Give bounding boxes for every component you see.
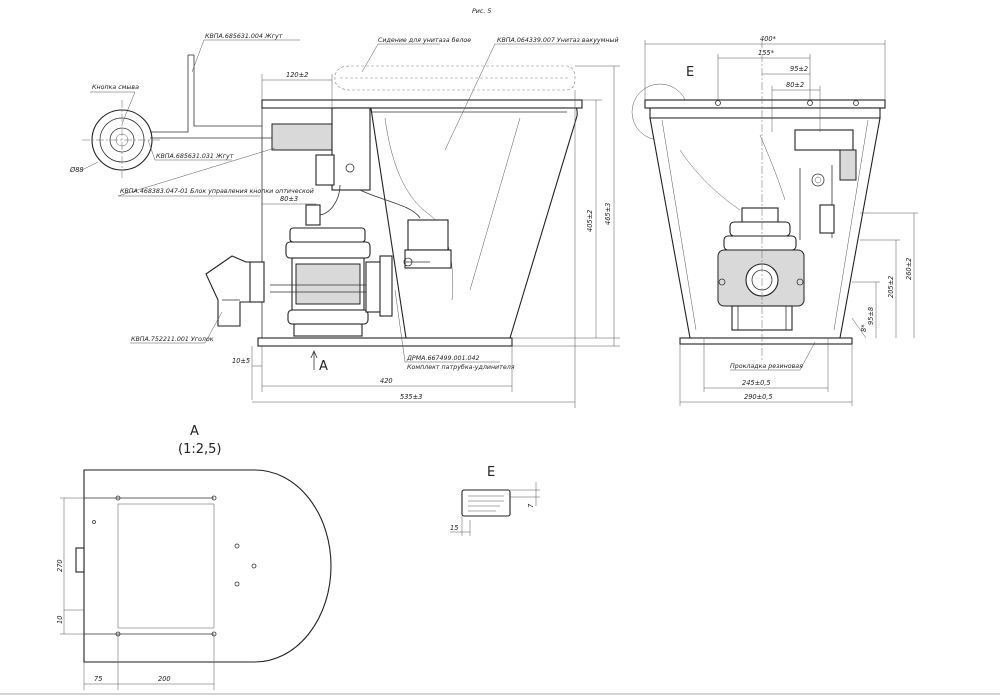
view-arrow-a: A: [319, 359, 328, 374]
dim-535: 535±3: [400, 393, 422, 401]
view-a-title: A: [190, 424, 199, 439]
dim-e-7: 7: [527, 503, 535, 508]
seat-outline: [334, 65, 576, 91]
dim-8: 8*: [860, 324, 868, 332]
dim-420: 420: [380, 377, 393, 385]
harness-cable: [150, 55, 189, 133]
detail-e-marker: E: [686, 65, 694, 80]
rubber-gasket: [679, 337, 853, 345]
dim-120: 120±2: [286, 71, 308, 79]
dim-400: 400*: [760, 35, 777, 43]
dim-95-8: 95±8: [867, 307, 875, 325]
dim-290: 290±0,5: [744, 393, 773, 401]
dim-a-10: 10: [56, 616, 64, 624]
control-block: [271, 123, 333, 151]
dim-465: 465±3: [604, 203, 612, 225]
label-toilet: КВПА.064339.007 Унитаз вакуумный: [497, 37, 619, 44]
view-a-scale: (1:2,5): [178, 442, 221, 457]
front-view: E: [631, 35, 918, 406]
elbow-fitting: [205, 255, 265, 327]
dim-a-270: 270: [56, 559, 64, 572]
detail-e-plate: [461, 489, 511, 517]
dim-245: 245±0,5: [742, 379, 771, 387]
label-pipe-kit-code: ДРМА.667499.001.042: [406, 355, 480, 362]
label-gasket: Прокладка резиновая: [730, 363, 803, 370]
dim-80-front: 80±2: [786, 81, 804, 89]
detail-e: E 15 7: [450, 465, 540, 536]
flush-button: [82, 100, 162, 180]
figure-title: Рис. 5: [472, 8, 491, 15]
label-flush-button: Кнопка смыва: [92, 84, 139, 91]
dim-405: 405±2: [586, 210, 594, 232]
detail-e-title: E: [487, 465, 495, 480]
dim-e-15: 15: [450, 524, 458, 532]
dim-10: 10±5: [232, 357, 250, 365]
dim-a-200: 200: [158, 675, 171, 683]
label-control-block-text: КВПА.468383.047-01 Блок управления кнопк…: [120, 188, 314, 195]
base-plate: [257, 337, 513, 347]
dim-button-diameter: Ø88: [69, 166, 84, 174]
dim-80: 80±3: [280, 195, 298, 203]
rim-plate: [261, 99, 583, 109]
vacuum-valve-side: [270, 227, 393, 337]
view-a: A (1:2,5) 270 10 75 200: [56, 424, 332, 690]
dim-155: 155*: [758, 49, 775, 57]
label-seat: Сидение для унитаза белое: [378, 36, 471, 44]
dim-260: 260±2: [905, 258, 913, 280]
label-elbow: КВПА.752211.001 Уголок: [131, 336, 214, 343]
side-view: КВПА.685631.004 Жгут Сидение для унитаза…: [69, 33, 620, 408]
label-control-block: КВПА.468383.047-01 Блок управления кнопк…: [120, 188, 314, 195]
dim-a-75: 75: [94, 675, 102, 683]
label-harness-1: КВПА.685631.004 Жгут: [205, 33, 283, 40]
label-harness-2: КВПА.685631.031 Жгут: [156, 153, 234, 160]
dim-205: 205±2: [887, 276, 895, 298]
dim-95: 95±2: [790, 65, 808, 73]
view-a-outline: [83, 469, 332, 663]
label-pipe-kit: Комплект патрубка-удлинителя: [407, 363, 515, 371]
toilet-body-side: [369, 101, 578, 339]
